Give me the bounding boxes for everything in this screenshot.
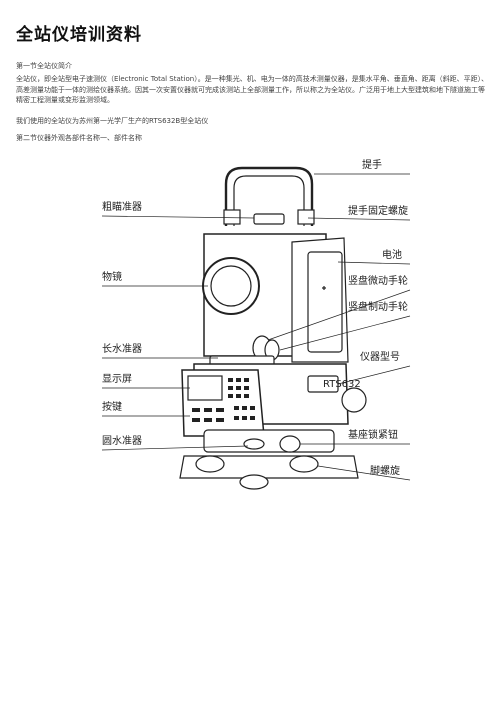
label-plate-level: 长水准器 <box>102 343 142 355</box>
label-keys: 按键 <box>102 400 122 413</box>
label-objective-lens: 物镜 <box>102 270 122 283</box>
label-circular-level: 圆水准器 <box>102 435 142 447</box>
base-lock-knob <box>279 435 301 453</box>
battery-shape <box>307 251 343 353</box>
handle-shape <box>224 166 314 226</box>
collimator-shape <box>253 213 285 225</box>
intro-paragraph: 全站仪，即全站型电子速测仪（Electronic Total Station）。… <box>16 75 489 104</box>
foot-screw-right <box>289 455 319 473</box>
display-screen <box>187 375 223 401</box>
keypad <box>192 378 255 422</box>
leader-lines <box>101 173 411 481</box>
page-title: 全站仪培训资料 <box>16 25 142 45</box>
label-handle: 提手 <box>362 158 382 171</box>
model-plate-text: RTS632 <box>323 379 361 390</box>
label-display: 显示屏 <box>102 373 132 385</box>
label-battery: 电池 <box>382 248 402 261</box>
label-sighting-collimator: 粗瞄准器 <box>102 201 142 213</box>
foot-screw-left <box>195 455 225 473</box>
handle-block-right <box>297 209 315 225</box>
handle-inner <box>233 175 305 226</box>
section-heading-parts: 第二节仪器外观各部件名称一、部件名称 <box>16 134 142 142</box>
objective-lens-inner <box>210 265 252 307</box>
label-base-lock: 基座锁紧钮 <box>348 428 398 441</box>
label-vertical-tangent: 竖盘微动手轮 <box>348 274 408 287</box>
total-station-diagram: RTS632 粗瞄准器 物镜 长水准器 显示屏 按键 圆水准器 提手 提手固定螺… <box>86 144 426 524</box>
label-vertical-clamp: 竖盘制动手轮 <box>348 300 408 313</box>
instrument-model-sentence: 我们使用的全站仪为苏州第一光学厂生产的RTS632B型全站仪 <box>16 117 209 125</box>
label-handle-screw: 提手固定螺旋 <box>348 204 408 217</box>
label-foot-screw: 脚螺旋 <box>370 464 400 477</box>
side-knob <box>341 387 367 413</box>
circular-level-shape <box>243 438 265 450</box>
tribrach-shape <box>203 429 335 453</box>
foot-screw-back <box>239 474 269 490</box>
label-model: 仪器型号 <box>360 350 400 363</box>
total-station-illustration: RTS632 粗瞄准器 物镜 长水准器 显示屏 按键 圆水准器 提手 提手固定螺… <box>101 158 411 490</box>
handle-block-left <box>223 209 241 225</box>
section-heading-intro: 第一节全站仪简介 <box>16 62 72 70</box>
